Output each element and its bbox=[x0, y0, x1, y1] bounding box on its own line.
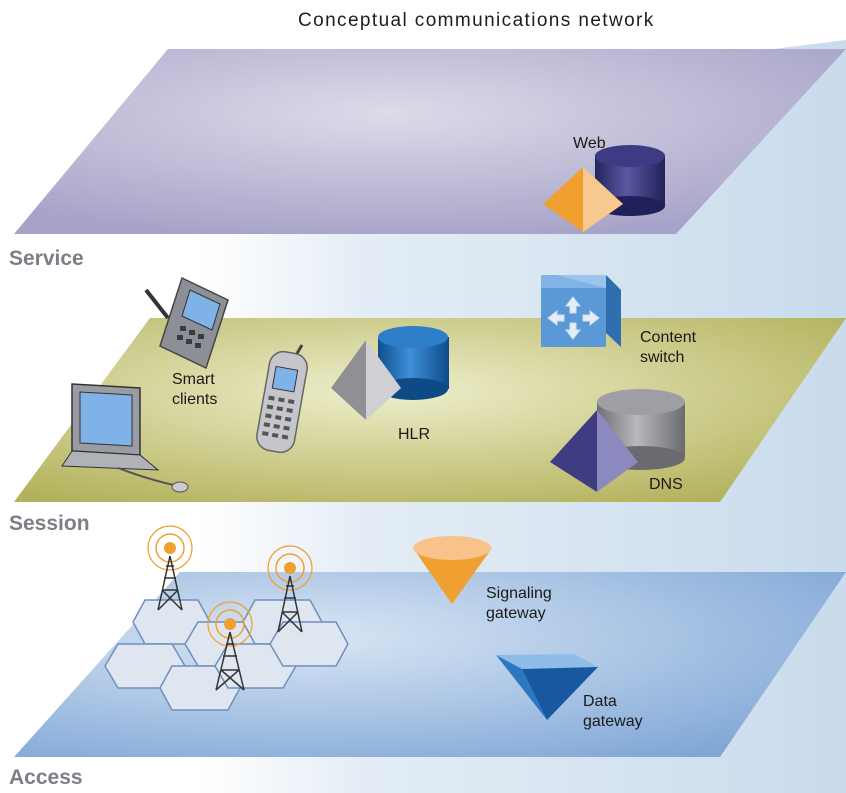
label-signaling-gateway: Signaling gateway bbox=[486, 585, 552, 622]
label-web: Web bbox=[573, 135, 606, 152]
signaling-gateway-icon bbox=[413, 536, 492, 604]
laptop-icon bbox=[61, 383, 189, 493]
cell-tower-3-icon bbox=[207, 601, 253, 691]
label-data-gateway: Data gateway bbox=[583, 693, 643, 730]
layer-label-session: Session bbox=[9, 512, 90, 535]
label-content-switch: Content switch bbox=[640, 329, 697, 366]
pda-icon bbox=[144, 276, 229, 370]
layer-label-access: Access bbox=[9, 766, 83, 789]
label-smart-clients: Smart clients bbox=[172, 371, 218, 408]
cell-tower-2-icon bbox=[267, 545, 313, 633]
diagram-title: Conceptual communications network bbox=[298, 10, 655, 31]
hlr-server-icon bbox=[331, 326, 449, 420]
cell-tower-1-icon bbox=[147, 525, 193, 611]
content-switch-icon bbox=[541, 275, 621, 347]
layer-label-service: Service bbox=[9, 247, 84, 270]
label-hlr: HLR bbox=[398, 426, 431, 443]
label-dns: DNS bbox=[649, 476, 683, 493]
mobile-phone-icon bbox=[256, 344, 308, 454]
data-gateway-icon bbox=[496, 654, 598, 720]
web-server-icon bbox=[543, 145, 665, 232]
dns-server-icon bbox=[550, 389, 685, 492]
